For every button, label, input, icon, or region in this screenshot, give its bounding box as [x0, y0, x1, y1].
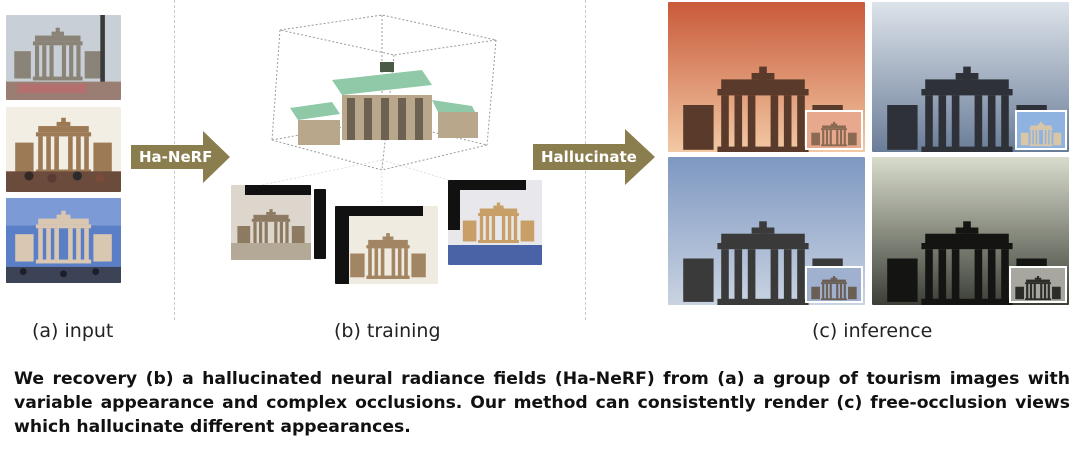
input-photo-2 — [6, 107, 121, 192]
label-inference: (c) inference — [812, 320, 933, 342]
label-input: (a) input — [32, 320, 114, 342]
inference-inset-4 — [1009, 266, 1067, 303]
hallucinate-arrow: Hallucinate — [533, 129, 655, 185]
inference-inset-1 — [805, 110, 863, 150]
input-photo-3 — [6, 198, 121, 283]
training-view-2 — [335, 206, 438, 284]
training-view-3 — [448, 180, 542, 265]
inference-view-dark — [872, 157, 1069, 305]
inference-inset-2 — [1015, 110, 1067, 150]
hallucinate-label: Hallucinate — [541, 148, 637, 166]
ha-nerf-arrow: Ha-NeRF — [131, 131, 230, 183]
training-view-1 — [231, 185, 311, 260]
ha-nerf-label: Ha-NeRF — [139, 148, 213, 166]
inference-view-cloudy — [872, 2, 1069, 152]
figure-caption: We recovery (b) a hallucinated neural ra… — [14, 369, 1070, 437]
inference-inset-3 — [805, 266, 863, 303]
input-photo-1 — [6, 15, 121, 100]
label-training: (b) training — [334, 320, 441, 342]
inference-view-sunset — [668, 2, 865, 152]
training-scene — [232, 10, 562, 280]
training-occlusion-strip — [314, 189, 326, 259]
inference-view-blue — [668, 157, 865, 305]
